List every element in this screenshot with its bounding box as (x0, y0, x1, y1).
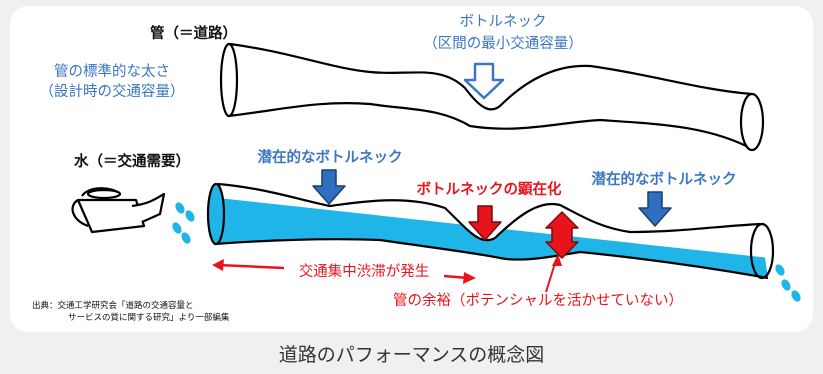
potential-bottleneck-arrow-right (638, 191, 672, 227)
bottleneck-title: ボトルネック (460, 13, 547, 30)
water-drops-left (172, 202, 195, 244)
congestion-label: 交通集中渋滞が発生 (299, 262, 430, 280)
congestion-arrow (212, 259, 476, 284)
top-pipe (219, 42, 765, 152)
potential-bottleneck-label-right: 潜在的なボトルネック (592, 170, 737, 188)
source-note: 出典：交通工学研究会「道路の交通容量と サービスの質に関する研究」より一部編集 (32, 300, 229, 324)
source-line-2: サービスの質に関する研究」より一部編集 (68, 313, 230, 323)
source-line-1: 出典：交通工学研究会「道路の交通容量と (32, 301, 194, 311)
figure-caption: 道路のパフォーマンスの概念図 (278, 344, 545, 366)
bottom-pipe (206, 182, 775, 280)
manifest-bottleneck-arrow (468, 205, 502, 241)
potential-bottleneck-arrow-left (312, 169, 346, 205)
pipe-margin-label: 管の余裕（ポテンシャルを活かせていない） (393, 291, 683, 309)
water-drops-right (775, 264, 801, 302)
bottleneck-manifest-label: ボトルネックの顕在化 (417, 180, 562, 198)
bottleneck-subtitle: （区間の最小交通容量） (423, 34, 583, 52)
kettle-icon (71, 187, 166, 234)
margin-double-arrow (545, 211, 579, 259)
bottleneck-hollow-arrow (463, 62, 505, 100)
margin-pointer (545, 254, 562, 293)
pipe-title: 管（＝道路） (150, 24, 237, 42)
diagram-panel (10, 6, 813, 332)
potential-bottleneck-label-left: 潜在的なボトルネック (258, 148, 403, 166)
pipe-thickness-label-1: 管の標準的な太さ (54, 63, 170, 80)
water-title: 水（＝交通需要） (74, 152, 190, 170)
pipe-thickness-label-2: （設計時の交通容量） (40, 82, 185, 100)
